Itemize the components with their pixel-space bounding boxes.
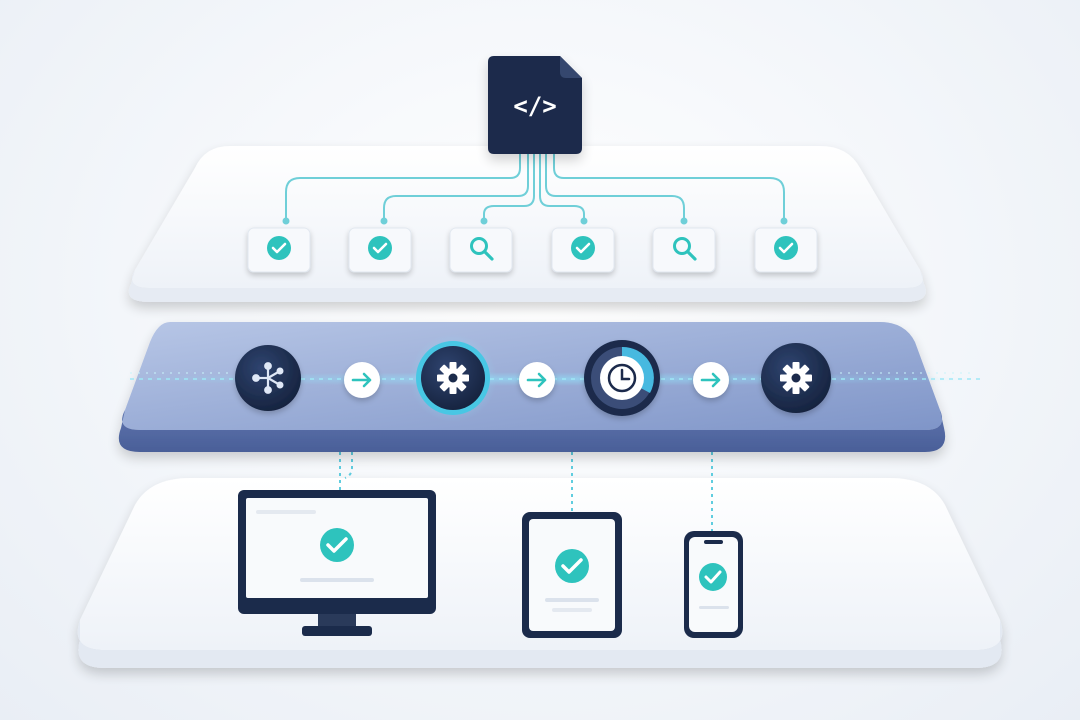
code-file-icon: </>: [513, 92, 556, 120]
tablet-device: [522, 512, 622, 638]
check-icon: [368, 236, 392, 260]
check-icon: [555, 549, 589, 583]
check-icon: [320, 528, 354, 562]
clock-icon: [607, 363, 637, 393]
monitor-device: [238, 490, 436, 636]
check-tile: [348, 227, 412, 273]
gear-icon: [780, 362, 812, 394]
arrow-right-icon: [693, 362, 729, 398]
branch-endpoints: [282, 217, 788, 225]
inspect-tile: [652, 227, 716, 273]
gear-node-active: [409, 334, 497, 422]
arrow-right-icon: [519, 362, 555, 398]
search-icon: [470, 237, 494, 261]
source-code-file: </>: [488, 56, 582, 154]
gear-node: [761, 343, 831, 413]
inspect-tile: [449, 227, 513, 273]
search-icon: [673, 237, 697, 261]
check-icon: [571, 236, 595, 260]
check-icon: [774, 236, 798, 260]
file-branch-lines: [285, 149, 785, 221]
check-icon: [267, 236, 291, 260]
arrow-right-icon: [344, 362, 380, 398]
branch-icon: [252, 362, 284, 394]
phone-device: [684, 531, 743, 638]
checks-tray: [128, 146, 926, 302]
check-tile: [754, 227, 818, 273]
check-tile: [247, 227, 311, 273]
clock-node: [584, 340, 660, 416]
branch-node: [235, 345, 301, 411]
check-tile: [551, 227, 615, 273]
check-icon: [699, 563, 727, 591]
gear-icon: [437, 362, 469, 394]
